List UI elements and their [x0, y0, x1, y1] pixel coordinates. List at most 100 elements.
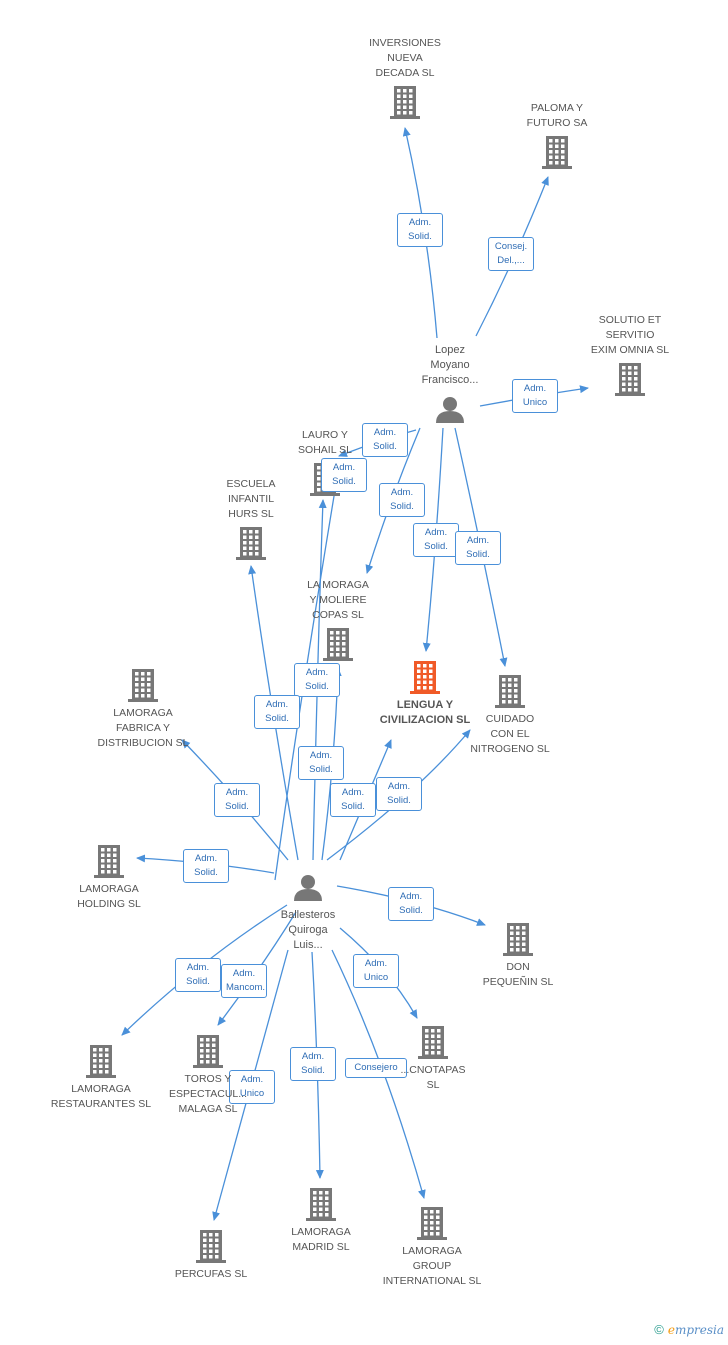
building-icon[interactable]: [495, 675, 525, 708]
edge-label-line: Unico: [522, 397, 548, 408]
edge-label-line: Solid.: [309, 764, 333, 775]
edge-label-ballesteros-madrid[interactable]: Adm.Solid.: [290, 1047, 336, 1081]
edge-label-ballesteros-holding[interactable]: Adm.Solid.: [183, 849, 229, 883]
node-label-line: SERVITIO: [605, 329, 655, 341]
node-label-line: ESCUELA: [226, 478, 276, 490]
edge-label-lopez-paloma[interactable]: Consej.Del.,...: [488, 237, 534, 271]
edge-label-line: Unico: [363, 972, 389, 983]
edge-label-ballesteros-toros[interactable]: Adm.Mancom.: [221, 964, 267, 998]
edge-label-ballesteros-lamoraga_moliere[interactable]: Adm.Solid.: [321, 458, 367, 492]
node-label-line: Moyano: [430, 359, 470, 371]
edge-label-line: Solid.: [301, 1065, 325, 1076]
person-icon[interactable]: [436, 397, 464, 423]
edge-label-ballesteros-escuela[interactable]: Adm.Solid.: [254, 695, 300, 729]
edge-label-ballesteros-lengua[interactable]: Adm. Solid.: [330, 783, 376, 817]
edge-label-lopez-inversiones[interactable]: Adm. Solid.: [397, 213, 443, 247]
edge-label-line: Solid.: [387, 795, 411, 806]
edge-label-ballesteros-cuidado[interactable]: Adm.Solid.: [376, 777, 422, 811]
edge-label-lopez-lamoraga_moliere[interactable]: Adm.Solid.: [379, 483, 425, 517]
edge-label-line: Solid.: [466, 549, 490, 560]
edge-label-lopez-lengua[interactable]: Adm.Solid.: [413, 523, 459, 557]
node-label-line: LAMORAGA: [79, 883, 139, 895]
building-icon[interactable]: [418, 1026, 448, 1059]
node-label-line: CUIDADO: [485, 713, 535, 725]
node-label-line: Luis...: [293, 939, 323, 951]
edge-label-ballesteros-restaurantes[interactable]: Adm. Solid.: [175, 958, 221, 992]
building-icon[interactable]: [86, 1045, 116, 1078]
edge-label-ballesteros-don[interactable]: Adm.Solid.: [388, 887, 434, 921]
edge-label-line: Mancom.: [226, 982, 266, 993]
node-label-line: DISTRIBUCION SL: [97, 737, 189, 749]
edge-label-ballesteros-lauro[interactable]: Adm. Solid.: [294, 663, 340, 697]
edge-label-line: Solid.: [225, 801, 249, 812]
edge-label-line: Adm.: [186, 962, 210, 973]
node-label-line: LAMORAGA: [402, 1245, 462, 1257]
edge-label-line: Adm.: [408, 217, 432, 228]
edge-label-line: Adm.: [240, 1074, 264, 1085]
person-icon[interactable]: [294, 875, 322, 901]
building-icon[interactable]: [503, 923, 533, 956]
edge-label-line: Solid.: [265, 713, 289, 724]
building-icon[interactable]: [196, 1230, 226, 1263]
node-label-line: SL: [426, 1079, 440, 1091]
node-label-line: LAURO Y: [302, 429, 348, 441]
building-icon[interactable]: [410, 661, 440, 694]
edge-label-line: Adm.: [341, 787, 365, 798]
node-label-line: LA MORAGA: [307, 579, 369, 591]
edge-label-ballesteros-group[interactable]: Consejero: [345, 1058, 407, 1078]
edge-label-ballesteros-lamoraga_moliere[interactable]: Adm.Solid.: [298, 746, 344, 780]
node-label-line: SOLUTIO ET: [598, 314, 662, 326]
node-label-line: CIVILIZACION SL: [379, 714, 471, 726]
edge-label-lopez-solutio[interactable]: Adm.Unico: [512, 379, 558, 413]
edge-label-line: Solid.: [341, 801, 365, 812]
building-icon[interactable]: [323, 628, 353, 661]
node-label-line: DON: [506, 961, 530, 973]
node-label-line: MADRID SL: [292, 1241, 350, 1253]
building-icon[interactable]: [542, 136, 572, 169]
node-label-line: MALAGA SL: [178, 1103, 238, 1115]
building-icon[interactable]: [193, 1035, 223, 1068]
node-label-line: INTERNATIONAL SL: [382, 1275, 482, 1287]
node-label-line: LAMORAGA: [291, 1226, 351, 1238]
edge-label-lopez-cuidado[interactable]: Adm.Solid.: [455, 531, 501, 565]
edge-label-line: Solid.: [408, 231, 432, 242]
node-label-line: Y MOLIERE: [309, 594, 367, 606]
building-icon[interactable]: [390, 86, 420, 119]
node-label-line: RESTAURANTES SL: [50, 1098, 152, 1110]
node-label-holding: LAMORAGA HOLDING SL: [44, 882, 174, 912]
node-label-line: HURS SL: [228, 508, 274, 520]
edge-label-ballesteros-fabrica[interactable]: Adm.Solid.: [214, 783, 260, 817]
node-label-solutio: SOLUTIO ET SERVITIO EXIM OMNIA SL: [565, 313, 695, 358]
copyright-icon: ©: [654, 1322, 664, 1337]
edge-label-line: Solid.: [305, 681, 329, 692]
building-icon[interactable]: [236, 527, 266, 560]
node-label-lamoraga_moliere: LA MORAGA Y MOLIERE COPAS SL: [273, 578, 403, 623]
node-label-line: COPAS SL: [312, 609, 364, 621]
building-icon[interactable]: [94, 845, 124, 878]
edge-label-lopez-lauro[interactable]: Adm.Solid.: [362, 423, 408, 457]
node-label-line: HOLDING SL: [77, 898, 141, 910]
building-icon[interactable]: [306, 1188, 336, 1221]
node-label-line: EXIM OMNIA SL: [590, 344, 670, 356]
edge-label-line: Adm.: [390, 487, 414, 498]
node-label-line: PERCUFAS SL: [174, 1268, 248, 1280]
building-icon[interactable]: [615, 363, 645, 396]
edge-label-line: Solid.: [186, 976, 210, 987]
building-icon[interactable]: [128, 669, 158, 702]
edge-label-line: Adm.: [305, 667, 329, 678]
node-label-percufas: PERCUFAS SL: [146, 1267, 276, 1282]
edge-label-line: Del.,...: [497, 255, 525, 266]
node-label-line: ...CNOTAPAS: [400, 1064, 466, 1076]
edge-label-ballesteros-cnotapas[interactable]: Adm.Unico: [353, 954, 399, 988]
edge-label-line: Solid.: [332, 476, 356, 487]
building-icon[interactable]: [417, 1207, 447, 1240]
edge-label-ballesteros-percufas[interactable]: Adm.Unico: [229, 1070, 275, 1104]
node-label-line: INFANTIL: [227, 493, 275, 505]
